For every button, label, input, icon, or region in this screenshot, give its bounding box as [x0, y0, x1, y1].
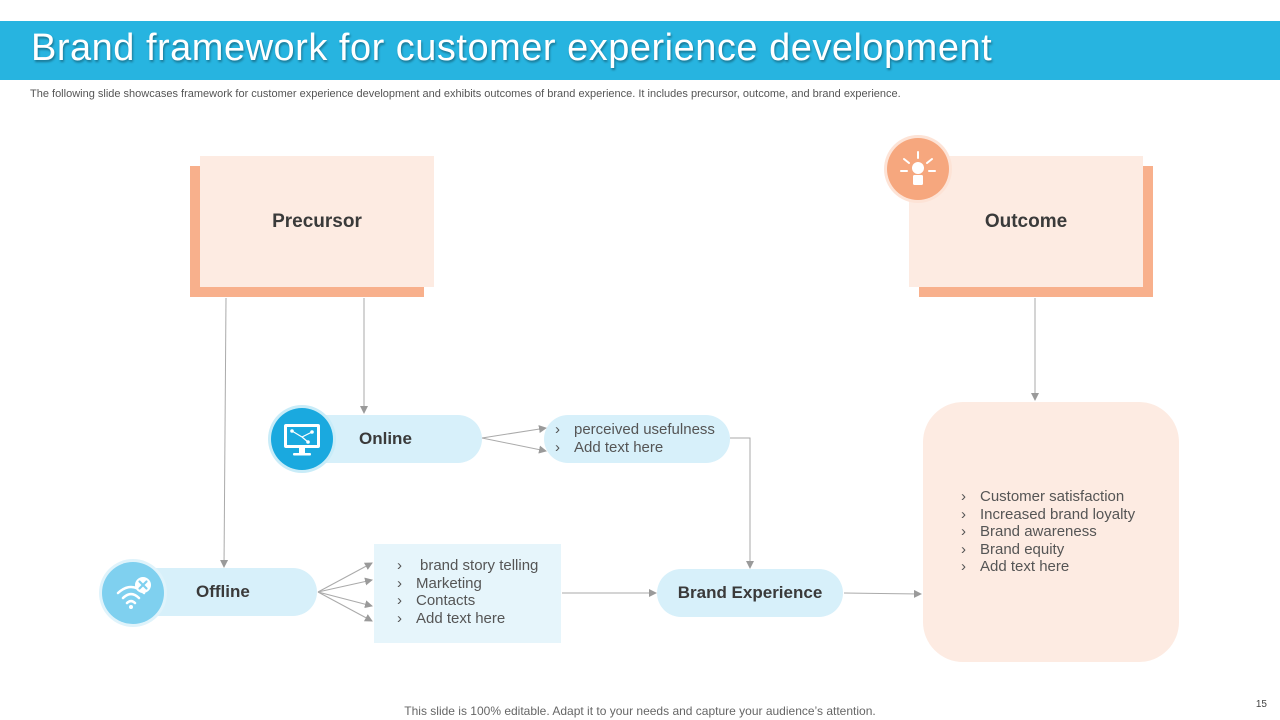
connector-offline-point-4	[317, 591, 373, 622]
offline-point: Marketing	[397, 575, 538, 593]
brand-experience-label: Brand Experience	[677, 583, 823, 602]
outcome-card: Outcome	[909, 156, 1143, 287]
offline-label: Offline	[196, 582, 250, 601]
connector-precursor-offline	[220, 297, 229, 568]
offline-point: Contacts	[397, 592, 538, 610]
title-bar: Brand framework for customer experience …	[0, 21, 1280, 80]
connector-offline-point-2	[317, 577, 373, 593]
precursor-label: Precursor	[272, 210, 362, 232]
online-points-list: perceived usefulness Add text here	[555, 421, 715, 456]
outcome-point: Brand awareness	[961, 523, 1135, 541]
connector-offline-point-1	[317, 562, 373, 593]
connector-online-brand	[730, 437, 754, 569]
outcome-point: Customer satisfaction	[961, 488, 1135, 506]
outcome-point: Increased brand loyalty	[961, 506, 1135, 524]
monitor-network-icon	[271, 408, 333, 470]
offline-point: brand story telling	[397, 557, 538, 575]
precursor-card: Precursor	[200, 156, 434, 287]
offline-points-list: brand story telling Marketing Contacts A…	[397, 557, 538, 627]
offline-point: Add text here	[397, 610, 538, 628]
wifi-off-icon	[102, 562, 164, 624]
connector-online-point-1	[481, 425, 547, 439]
offline-points-box: brand story telling Marketing Contacts A…	[374, 544, 561, 643]
lightbulb-idea-icon	[887, 138, 949, 200]
connector-offline-point-3	[317, 591, 373, 609]
online-point: Add text here	[555, 439, 715, 457]
connector-online-point-2	[481, 437, 547, 454]
outcome-points-list: Customer satisfaction Increased brand lo…	[961, 488, 1135, 576]
slide-title: Brand framework for customer experience …	[31, 27, 993, 69]
online-point: perceived usefulness	[555, 421, 715, 439]
slide-subtitle: The following slide showcases framework …	[30, 88, 901, 100]
footer-note: This slide is 100% editable. Adapt it to…	[404, 704, 876, 718]
connector-brand-outcome	[843, 589, 922, 598]
outcome-point: Add text here	[961, 558, 1135, 576]
brand-experience-node: Brand Experience	[657, 569, 843, 617]
outcome-results-box: Customer satisfaction Increased brand lo…	[923, 402, 1179, 662]
online-label: Online	[359, 429, 412, 448]
online-points-box: perceived usefulness Add text here	[544, 415, 730, 463]
outcome-point: Brand equity	[961, 541, 1135, 559]
outcome-label: Outcome	[984, 210, 1068, 232]
page-number: 15	[1255, 699, 1267, 710]
